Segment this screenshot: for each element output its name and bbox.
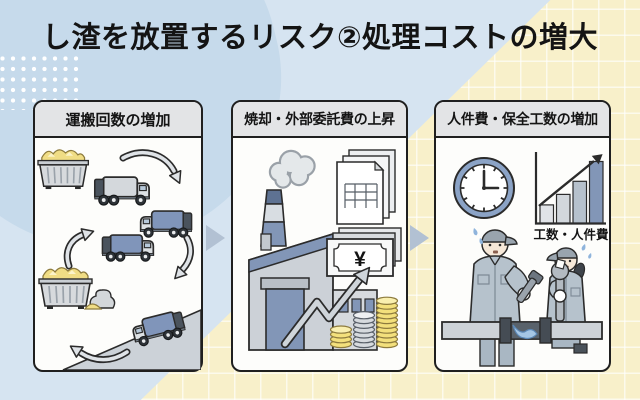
panel-outsourcing-title: 焼却・外部委託費の上昇 (233, 102, 406, 138)
labor-illustration: 工数・人件費 (441, 152, 609, 367)
invoice-documents-icon (336, 149, 396, 225)
rising-cost-arrow-icon (280, 266, 371, 349)
yen-symbol: ¥ (354, 248, 366, 271)
panel-labor: 人件費・保全工数の増加 (434, 100, 611, 372)
worker-icon (545, 244, 592, 335)
step-arrow-icon (410, 225, 429, 251)
sweat-icon (581, 244, 592, 259)
garbage-truck-icon (139, 210, 193, 239)
sludge-dumpster-icon (38, 266, 93, 310)
panel-outsourcing: 焼却・外部委託費の上昇 (231, 100, 408, 372)
yen-banknotes-icon: ¥ (326, 227, 402, 277)
smoke-icon (268, 149, 316, 189)
sludge-dumpster-icon (37, 149, 90, 190)
cycle-arrow-icon (69, 345, 131, 364)
waste-bag-icon (83, 289, 116, 310)
step-arrow-icon (206, 225, 225, 251)
bar-chart-icon: 工数・人件費 (533, 152, 609, 242)
panel-transport-title: 運搬回数の増加 (35, 102, 201, 138)
glove (553, 289, 567, 303)
pipe-wrench-icon (516, 269, 544, 304)
sweat-icon (473, 228, 483, 245)
leak-water (512, 324, 538, 340)
worker-icon (469, 228, 544, 325)
chart-caption: 工数・人件費 (533, 227, 609, 242)
garbage-truck-icon (93, 176, 150, 206)
cycle-arrow-icon (174, 234, 194, 280)
panel-labor-title: 人件費・保全工数の増加 (436, 102, 609, 138)
pipe-icon (441, 317, 603, 344)
outsourcing-illustration: ¥ (248, 149, 402, 351)
cycle-arrow-icon (63, 228, 95, 270)
panel-transport: 運搬回数の増加 (33, 100, 203, 372)
page-title: し渣を放置するリスク②処理コストの増大 (41, 22, 599, 54)
coin-stacks-icon (329, 296, 399, 349)
garbage-truck-icon (101, 234, 155, 263)
clock-icon (453, 157, 515, 219)
transport-illustration (37, 149, 201, 370)
cycle-arrow-icon (119, 149, 182, 184)
